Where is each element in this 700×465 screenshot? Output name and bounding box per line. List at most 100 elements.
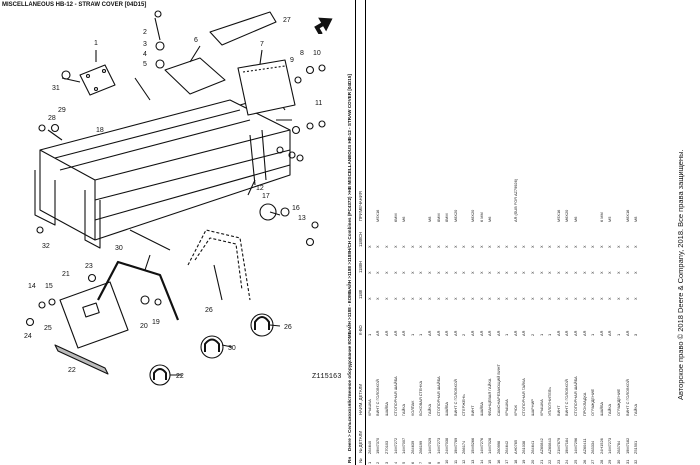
row-1188h: X: [444, 271, 450, 274]
svg-text:20: 20: [140, 323, 148, 330]
col-part-number: № ДЕТАЛИ: [357, 430, 363, 453]
row-1188: X: [478, 297, 484, 300]
row-item-number: 19: [521, 459, 527, 464]
row-1188: X: [487, 297, 493, 300]
row-notes: M8X16: [624, 209, 630, 222]
row-item-number: 27: [590, 459, 596, 464]
row-part-number: AZ60842: [538, 438, 544, 454]
col-qty: К-ВО: [357, 325, 363, 335]
row-item-number: 15: [487, 459, 493, 464]
row-part-name: САМОНАРЕЗАЮЩИЙ ВИНТ: [495, 364, 501, 416]
row-quantity: 1: [590, 333, 596, 336]
copyright-text: Авторское право © 2018 Deere & Company, …: [676, 149, 685, 400]
row-1188h: X: [573, 271, 579, 274]
col-notes: ПРИМЕЧАНИЯ: [357, 191, 363, 221]
row-notes: M8: [633, 216, 639, 222]
row-quantity: 1: [538, 333, 544, 336]
row-1188: X: [538, 297, 544, 300]
row-part-name: КРЫШКА: [538, 399, 544, 416]
row-1188ch: X: [538, 245, 544, 248]
svg-text:32: 32: [42, 243, 50, 250]
svg-text:26: 26: [284, 324, 292, 331]
row-quantity: AR: [607, 330, 613, 336]
row-1188: X: [444, 297, 450, 300]
svg-text:13: 13: [298, 215, 306, 222]
row-notes: M6X20: [564, 209, 570, 222]
row-notes: [382, 141, 391, 223]
row-part-number: 21M7879: [555, 437, 561, 454]
row-part-number: AZ60411: [581, 438, 587, 454]
row-notes: 8MM: [444, 213, 450, 222]
row-1188ch: X: [409, 245, 415, 248]
row-part-number: Z66199: [418, 440, 424, 454]
svg-text:31: 31: [52, 85, 60, 92]
svg-text:8: 8: [300, 50, 304, 57]
row-1188: X: [392, 297, 398, 300]
row-part-name: БОКОВАЯ СТЕНКА: [418, 380, 424, 416]
row-notes: 6 MM: [478, 212, 484, 222]
row-part-name: КРЮК: [512, 404, 518, 416]
row-part-name: СТЕРЖЕНЬ: [461, 394, 467, 416]
svg-text:12: 12: [256, 185, 264, 192]
row-1188h: X: [478, 271, 484, 274]
row-1188: X: [461, 297, 467, 300]
row-notes: [614, 141, 623, 223]
svg-text:9: 9: [290, 57, 294, 64]
row-item-number: 2: [375, 461, 381, 464]
row-quantity: AR: [452, 330, 458, 336]
row-item-number: 8: [426, 461, 432, 464]
row-1188ch: X: [383, 245, 389, 248]
row-1188: X: [418, 297, 424, 300]
row-notes: 6 MM: [598, 212, 604, 222]
row-1188: X: [607, 297, 613, 300]
svg-text:25: 25: [44, 325, 52, 332]
col-1188ch: 1188CH: [357, 231, 363, 247]
row-1188: X: [504, 297, 510, 300]
row-1188: X: [598, 297, 604, 300]
row-part-number: Z64642: [504, 440, 510, 454]
row-1188h: X: [564, 271, 570, 274]
row-part-name: ГАЙКА: [633, 403, 639, 416]
row-notes: M6: [487, 216, 493, 222]
row-part-number: AZ60843: [547, 438, 553, 454]
header-text: Deere > Сельскохозяйственное оборудовани…: [347, 74, 352, 451]
col-1188: 1188: [357, 289, 363, 299]
row-quantity: AR: [487, 330, 493, 336]
row-notes: M8: [426, 216, 432, 222]
row-item-number: 10: [444, 459, 450, 464]
row-part-number: 24M7038: [444, 437, 450, 454]
exploded-parts-diagram: MISCELLANEOUS HB-12 - STRAW COVER [04D15…: [0, 0, 345, 465]
row-1188h: X: [383, 271, 389, 274]
row-quantity: AR: [392, 330, 398, 336]
row-notes: [460, 141, 469, 223]
row-part-name: ГАЙКА: [426, 403, 432, 416]
row-1188ch: X: [418, 245, 424, 248]
row-notes: [528, 141, 537, 223]
row-1188ch: X: [590, 245, 596, 248]
svg-text:21: 21: [62, 271, 70, 278]
row-part-number: 19M7789: [452, 437, 458, 454]
copyright-region: Авторское право © 2018 Deere & Company, …: [668, 0, 698, 465]
row-item-number: 20: [530, 459, 536, 464]
row-item-number: 32: [633, 459, 639, 464]
row-part-name: КРЫШКА: [504, 399, 510, 416]
row-notes: M6: [401, 216, 407, 222]
row-part-name: КРЫШКА: [366, 399, 372, 416]
row-item-number: 3: [383, 461, 389, 464]
rotated-parts-table: Rн Deere > Сельскохозяйственное оборудов…: [345, 0, 665, 465]
row-1188ch: X: [573, 245, 579, 248]
row-notes: [503, 141, 512, 223]
row-1188h: X: [538, 271, 544, 274]
